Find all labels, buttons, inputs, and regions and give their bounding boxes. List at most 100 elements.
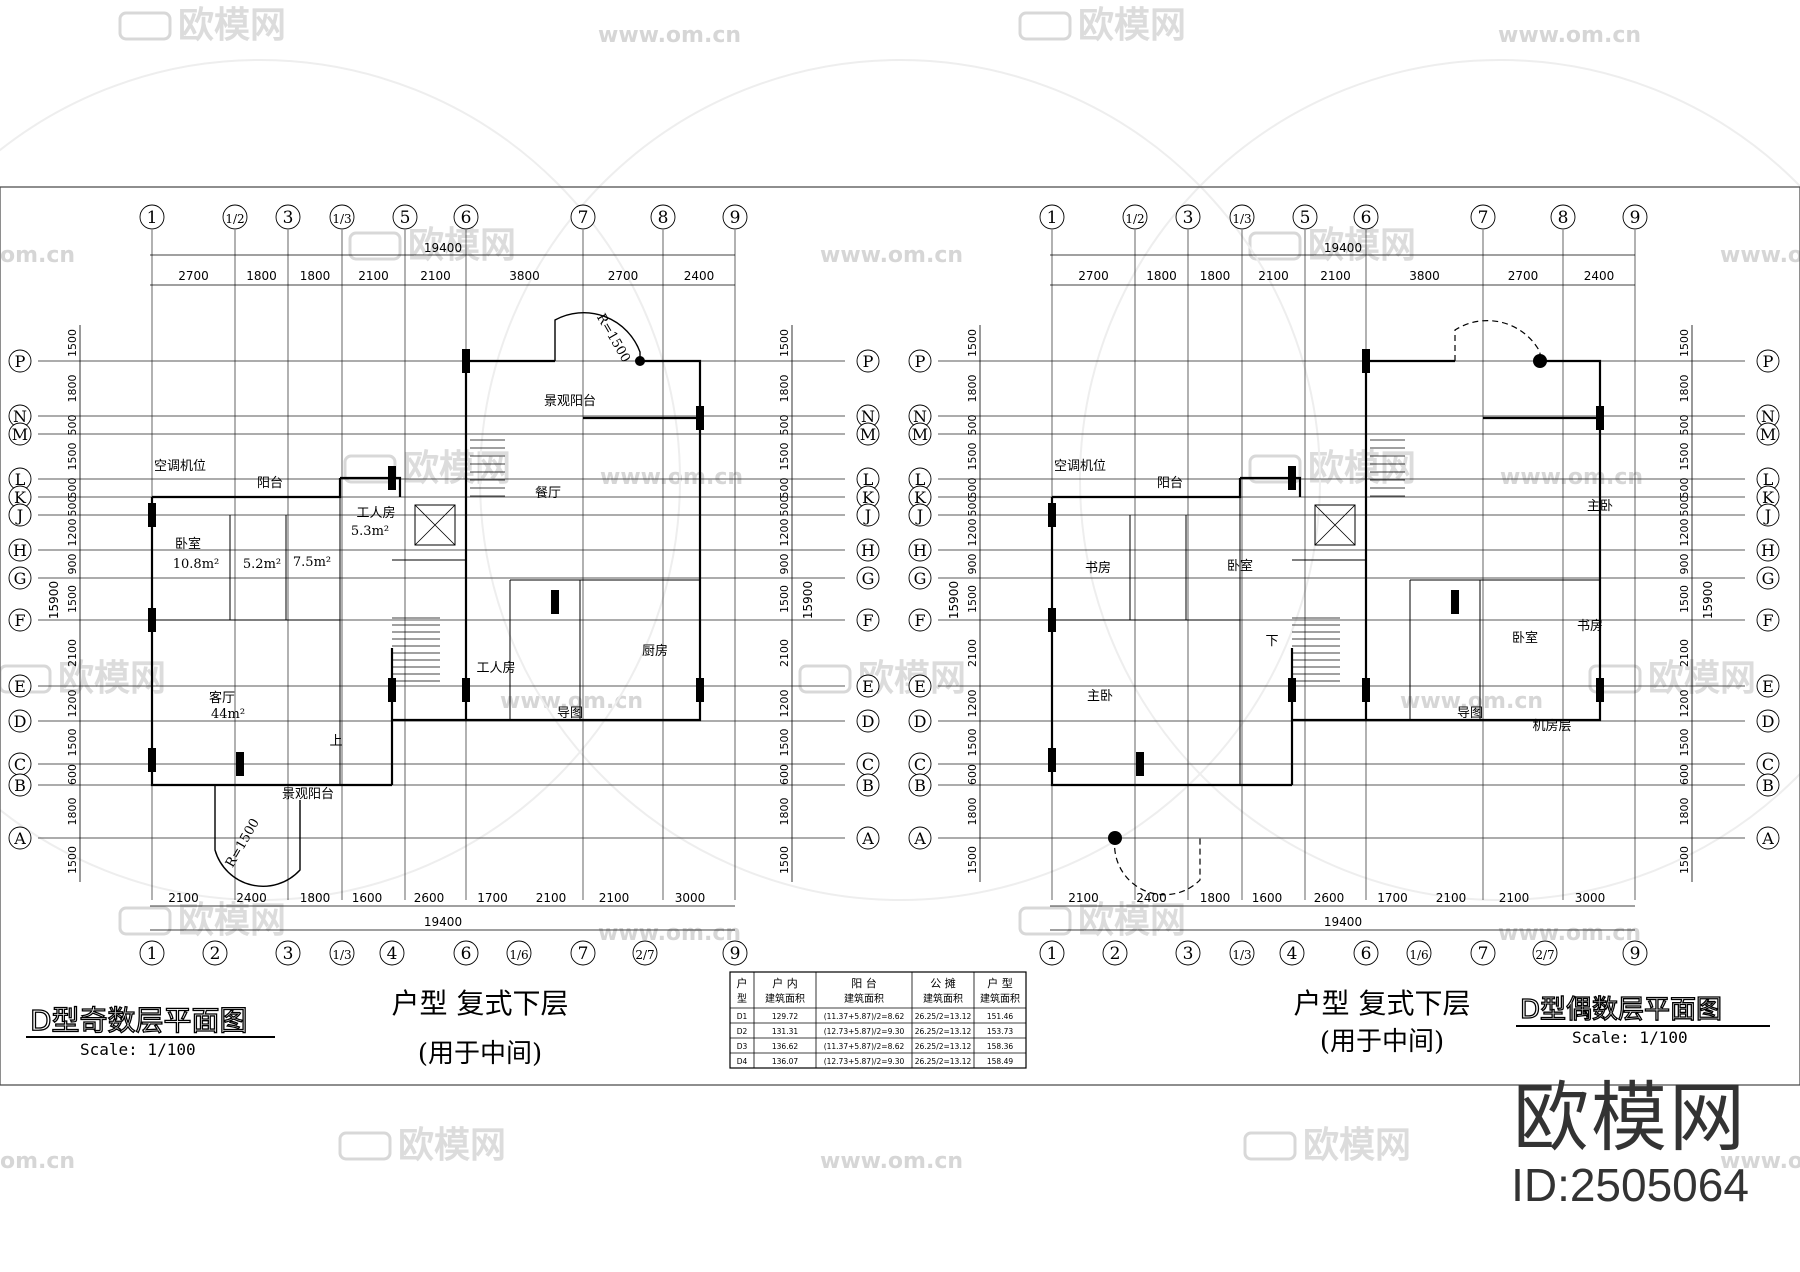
dim-side-total: 15900	[1701, 581, 1715, 619]
axis-label-row: F	[914, 611, 925, 630]
axis-label-col: 1	[147, 944, 158, 964]
table-header: 型	[737, 992, 747, 1005]
column	[551, 590, 559, 614]
axis-bubble-col	[1229, 204, 1255, 230]
axis-bubble-row	[856, 538, 880, 562]
dim-side: 1200	[1678, 519, 1691, 547]
axis-label-row: A	[861, 829, 874, 848]
dim-bottom: 2100	[1499, 891, 1530, 905]
column	[388, 466, 396, 490]
dim-side: 500	[66, 496, 79, 517]
axis-label-row: D	[1762, 712, 1775, 731]
dim-side: 1500	[966, 846, 979, 874]
room-label-bedroom: 卧室	[1227, 558, 1253, 574]
axis-bubble-row	[1756, 826, 1780, 850]
axis-bubble-row	[908, 608, 932, 632]
elevator-cross	[414, 504, 456, 546]
axis-label-row: L	[915, 470, 926, 489]
dim-side: 500	[778, 478, 791, 499]
dim-top: 1800	[1200, 269, 1231, 283]
dim-side: 600	[778, 764, 791, 785]
axis-label-row: C	[14, 755, 26, 774]
axis-bubble-row	[856, 608, 880, 632]
room-label-view_balcony_top: 景观阳台	[544, 394, 596, 409]
wall	[640, 359, 702, 418]
table-header: 户 内	[772, 976, 798, 990]
dim-bottom: 2100	[599, 891, 630, 905]
dim-top: 3800	[509, 269, 540, 283]
drawing-frame	[0, 186, 1800, 1086]
dim-side: 1200	[1678, 690, 1691, 718]
room-label-guide: 导图	[1457, 706, 1483, 721]
dim-side: 1500	[966, 729, 979, 757]
table-cell: D3	[737, 1042, 748, 1051]
axis-bubble-col	[1622, 204, 1648, 230]
axis-bubble-col	[1102, 940, 1128, 966]
watermark-logo-text: 欧模网	[1078, 5, 1186, 46]
dim-side: 1800	[966, 375, 979, 403]
watermark-logo-text: 欧模网	[1303, 1125, 1411, 1166]
axis-label-row: G	[1762, 569, 1775, 588]
dim-side: 1800	[1678, 798, 1691, 826]
dim-total-bottom: 19400	[1324, 915, 1362, 929]
axis-label-row: P	[863, 352, 874, 371]
axis-label-row: M	[912, 425, 928, 444]
dim-side: 500	[966, 496, 979, 517]
dim-side: 600	[66, 764, 79, 785]
axis-bubble-row	[856, 773, 880, 797]
table-cell: 129.72	[772, 1012, 798, 1021]
dim-side: 2100	[966, 639, 979, 667]
axis-label-col: 7	[578, 944, 589, 964]
dim-bottom: 3000	[1575, 891, 1606, 905]
dim-side: 900	[66, 554, 79, 575]
watermark-url-short: om.cn	[0, 243, 75, 268]
axis-label-row: M	[860, 425, 876, 444]
column	[1136, 752, 1144, 776]
dim-side: 500	[966, 415, 979, 436]
column	[1596, 406, 1604, 430]
axis-label-row: M	[1760, 425, 1776, 444]
table-cell: (12.73+5.87)/2=9.30	[824, 1057, 905, 1066]
brand-mark: 欧模网 ID:2505064	[1500, 1080, 1760, 1209]
axis-bubble-row	[8, 608, 32, 632]
axis-bubble-row	[8, 773, 32, 797]
table-header: 户 型	[987, 976, 1013, 990]
dim-side: 1500	[66, 329, 79, 357]
dim-side: 600	[1678, 764, 1691, 785]
curved-balcony-top	[554, 312, 641, 361]
axis-bubble-row	[1756, 349, 1780, 373]
axis-label-row: P	[915, 352, 926, 371]
table-cell: 158.36	[987, 1042, 1013, 1051]
dim-side: 500	[1678, 415, 1691, 436]
axis-bubble-col	[275, 204, 301, 230]
table-cell: 158.49	[987, 1057, 1013, 1066]
watermark-logo-text: 欧模网	[1648, 658, 1756, 699]
wall	[340, 476, 402, 497]
axis-label-col: 1/2	[1125, 212, 1144, 226]
dim-side: 2100	[66, 639, 79, 667]
axis-label-row: K	[14, 488, 27, 507]
axis-bubble-row	[908, 826, 932, 850]
axis-bubble-col	[139, 940, 165, 966]
dim-bottom: 2600	[1314, 891, 1345, 905]
axis-bubble-col	[1353, 940, 1379, 966]
axis-label-col: 1/6	[509, 948, 528, 962]
table-cell: 131.31	[772, 1027, 798, 1036]
axis-label-col: 2	[210, 944, 221, 964]
axis-bubble-col	[453, 940, 479, 966]
dim-bottom: 2100	[168, 891, 199, 905]
table-cell: D2	[737, 1027, 748, 1036]
axis-label-row: E	[14, 677, 26, 696]
axis-label-col: 7	[578, 208, 589, 228]
axis-bubble-row	[856, 674, 880, 698]
watermark-url-short: om.cn	[0, 1149, 75, 1174]
axis-bubble-col	[202, 940, 228, 966]
axis-bubble-col	[570, 940, 596, 966]
axis-bubble-col	[139, 204, 165, 230]
watermark-logo: 欧模网	[1018, 5, 1186, 46]
dim-side: 2100	[778, 639, 791, 667]
watermark-arc	[1079, 59, 1800, 901]
axis-label-row: P	[1763, 352, 1774, 371]
axis-label-row: J	[863, 506, 871, 525]
axis-label-row: E	[1762, 677, 1774, 696]
